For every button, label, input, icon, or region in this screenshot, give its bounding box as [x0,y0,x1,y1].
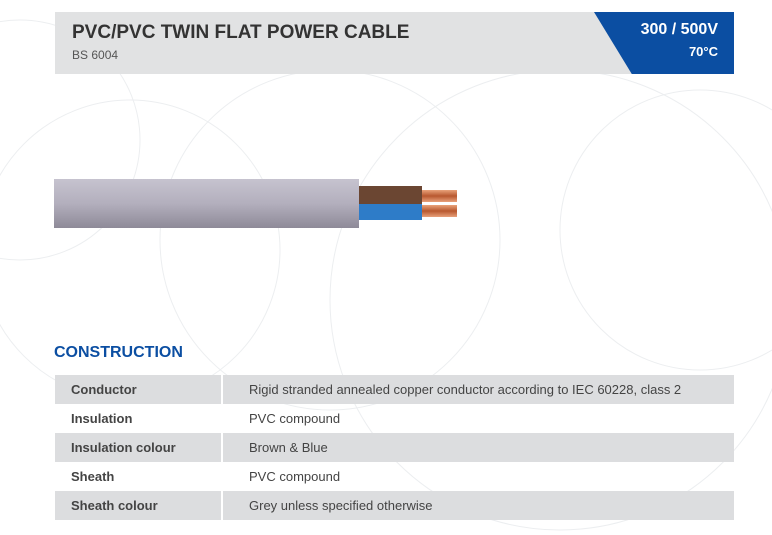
row-value: Grey unless specified otherwise [222,491,734,520]
row-value: PVC compound [249,469,341,484]
table-row: Sheath PVC compound [55,462,734,491]
row-label: Insulation [55,404,223,433]
row-label: Insulation colour [55,433,223,462]
header-banner: PVC/PVC TWIN FLAT POWER CABLE BS 6004 30… [55,12,734,74]
temperature-rating: 70°C [688,44,718,59]
rating-badge: 300 / 500V 70°C [594,12,734,74]
standard-label: BS 6004 [72,48,119,62]
product-title: PVC/PVC TWIN FLAT POWER CABLE [72,22,410,43]
row-value: Brown & Blue [222,433,734,462]
row-label: Conductor [55,375,223,404]
row-label: Sheath [55,462,223,491]
construction-heading: CONSTRUCTION [54,344,183,361]
voltage-rating: 300 / 500V [640,21,718,38]
row-value: PVC compound [249,411,341,426]
row-value: Rigid stranded annealed copper conductor… [222,375,734,404]
table-row: Insulation PVC compound [55,404,734,433]
row-label: Sheath colour [55,491,223,520]
cable-image [54,179,457,228]
